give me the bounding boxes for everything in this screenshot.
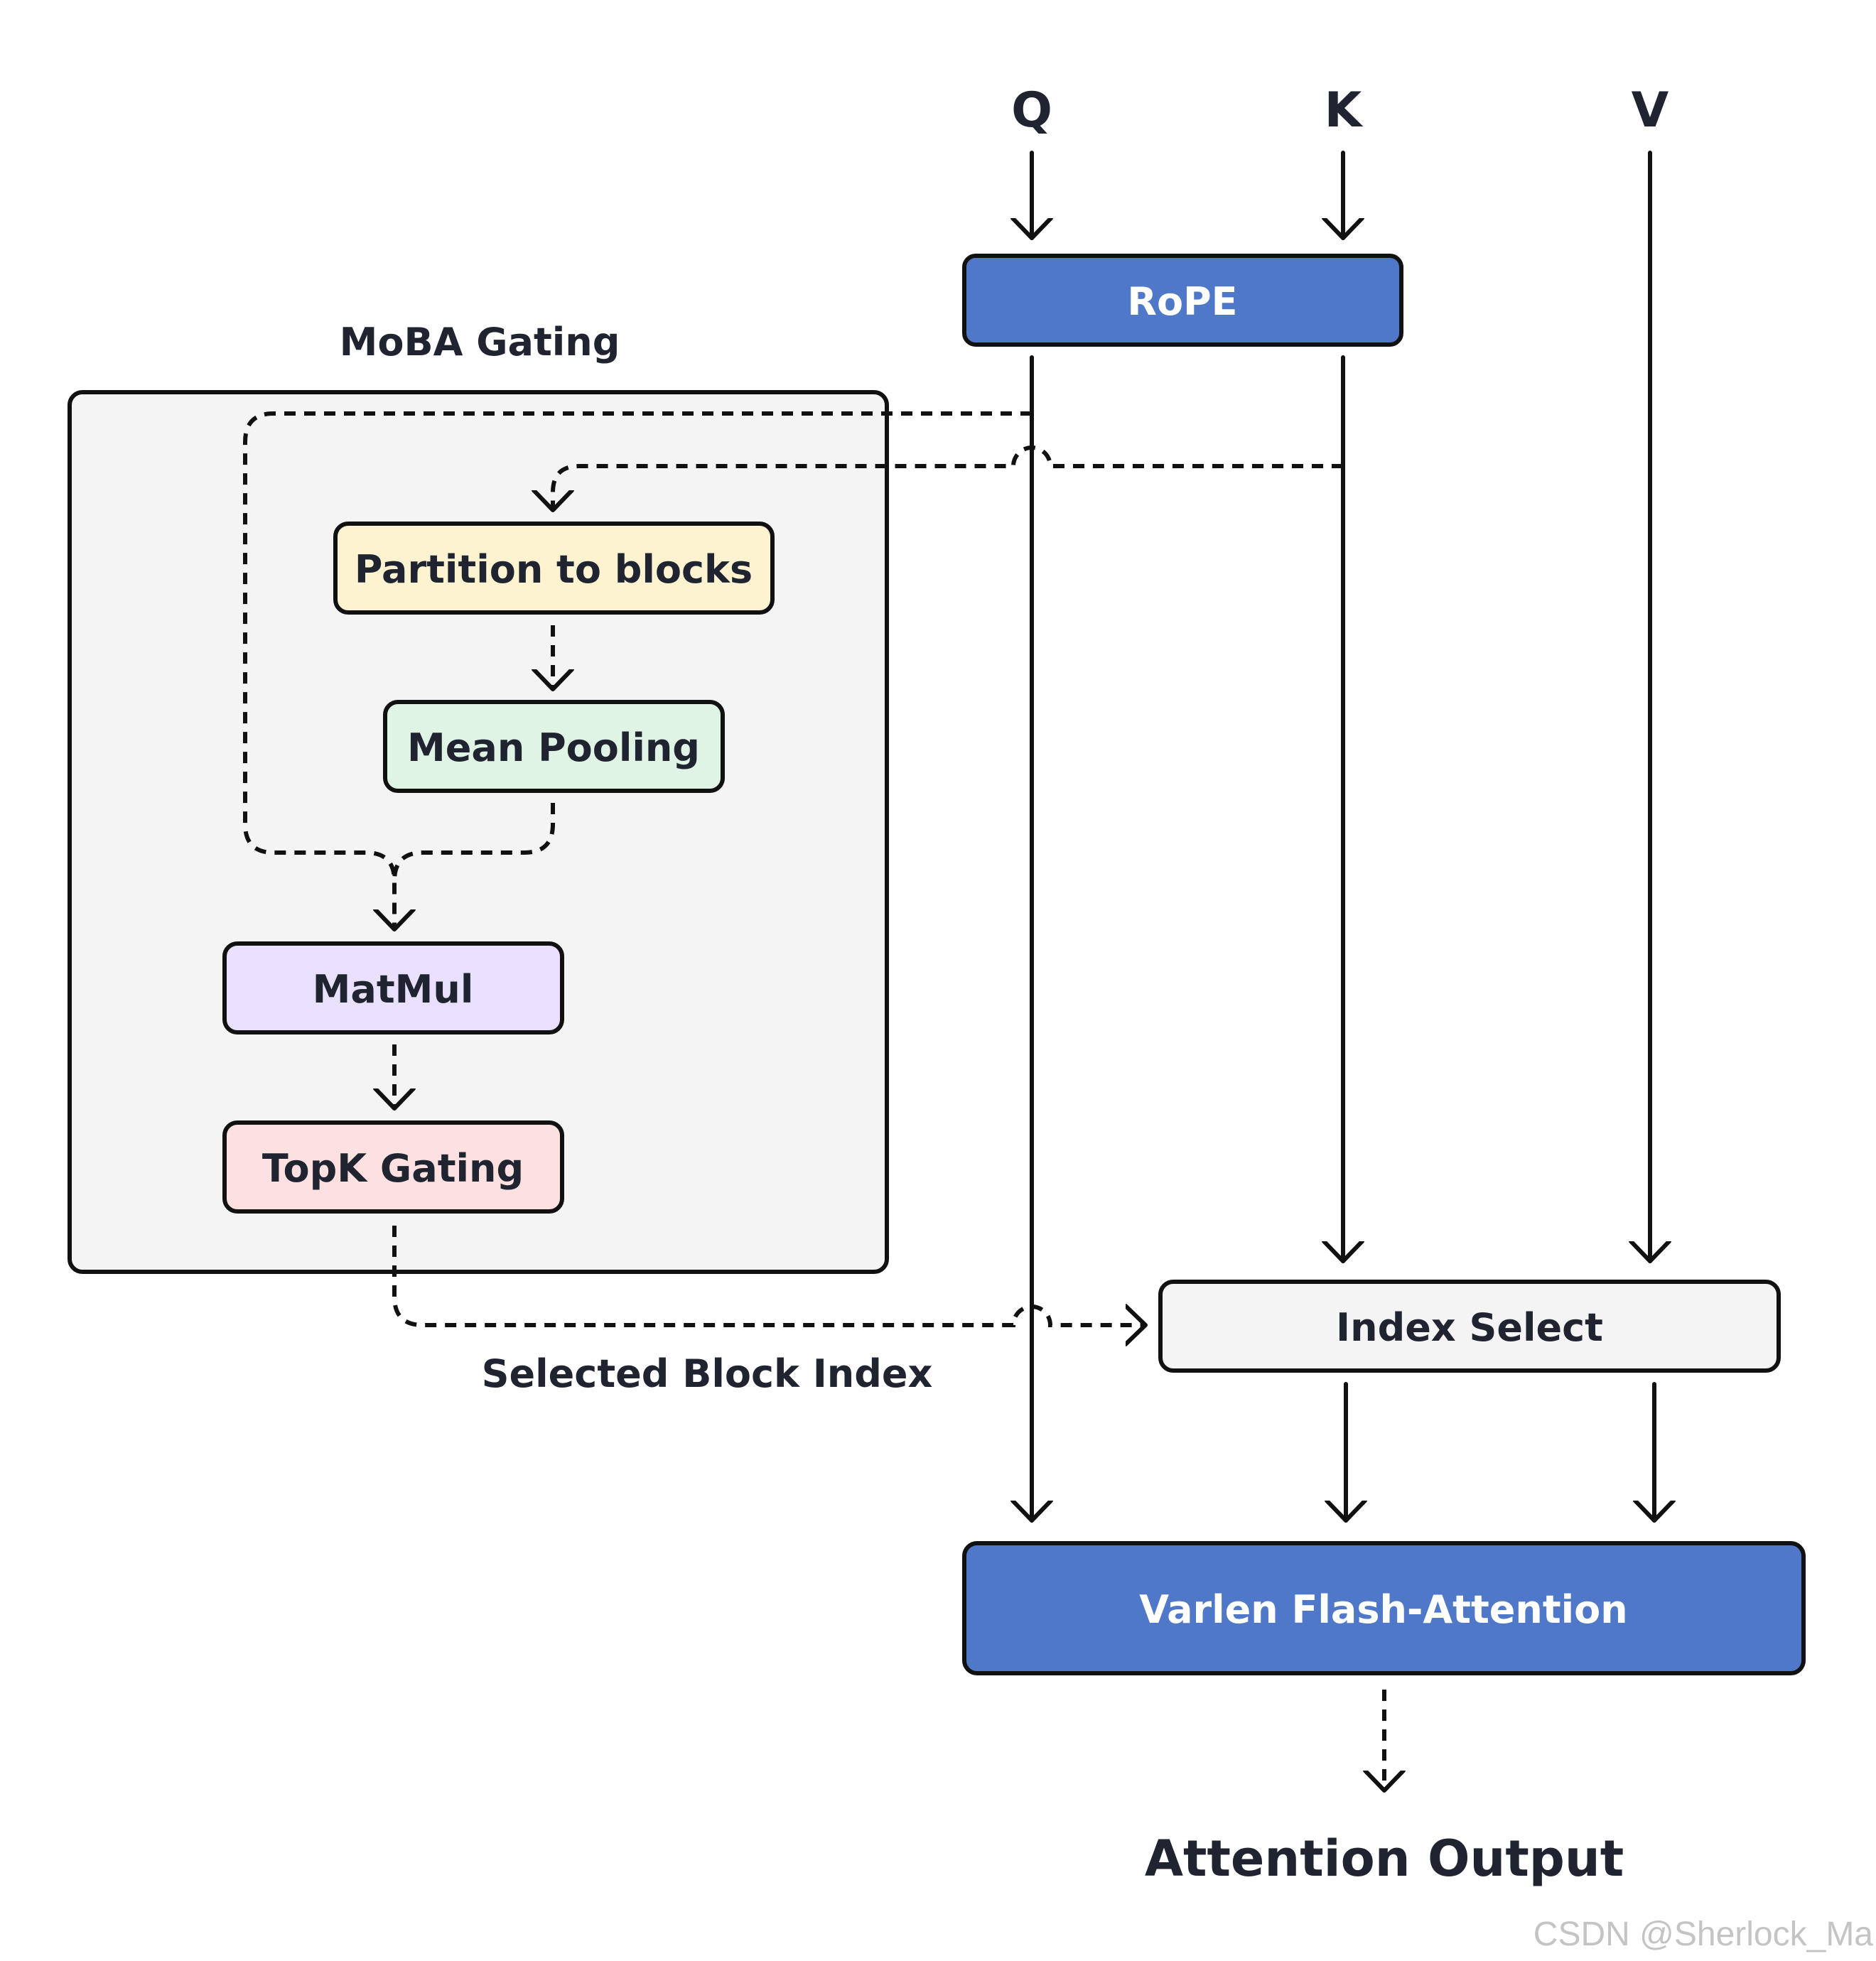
q-to-matmul-dashed [243,411,1032,929]
k-to-partition-dashed [553,445,1343,510]
partition-label: Partition to blocks [355,547,753,592]
rope-node: RoPE [962,254,1403,347]
partition-box [333,522,775,615]
flash-attention-box [962,1541,1806,1675]
topk-box [222,1120,564,1214]
pooling-node: Mean Pooling [383,700,725,793]
gating-title: MoBA Gating [340,320,620,364]
flash-attention-node: Varlen Flash-Attention [962,1541,1806,1675]
index-select-node: Index Select [1158,1280,1781,1373]
index-select-label: Index Select [1336,1305,1603,1350]
topk-to-index-select-dashed [392,1226,1145,1325]
pooling-box [383,700,725,793]
q-label: Q [1011,82,1052,139]
index-select-box [1158,1280,1781,1373]
rope-label: RoPE [1127,279,1237,324]
partition-node: Partition to blocks [333,522,775,615]
topk-node: TopK Gating [222,1120,564,1214]
watermark-text: CSDN @Sherlock_Ma [1533,1916,1874,1953]
matmul-box [222,941,564,1034]
selected-block-index-label: Selected Block Index [482,1351,933,1396]
v-label: V [1632,82,1669,139]
flash-attention-label: Varlen Flash-Attention [1139,1587,1627,1632]
pooling-to-matmul-dashed [392,803,555,882]
pooling-label: Mean Pooling [407,725,700,770]
rope-box [962,254,1403,347]
attention-output-label: Attention Output [1145,1830,1624,1888]
matmul-label: MatMul [313,967,474,1012]
k-label: K [1325,82,1364,139]
matmul-node: MatMul [222,941,564,1034]
topk-label: TopK Gating [262,1146,524,1191]
